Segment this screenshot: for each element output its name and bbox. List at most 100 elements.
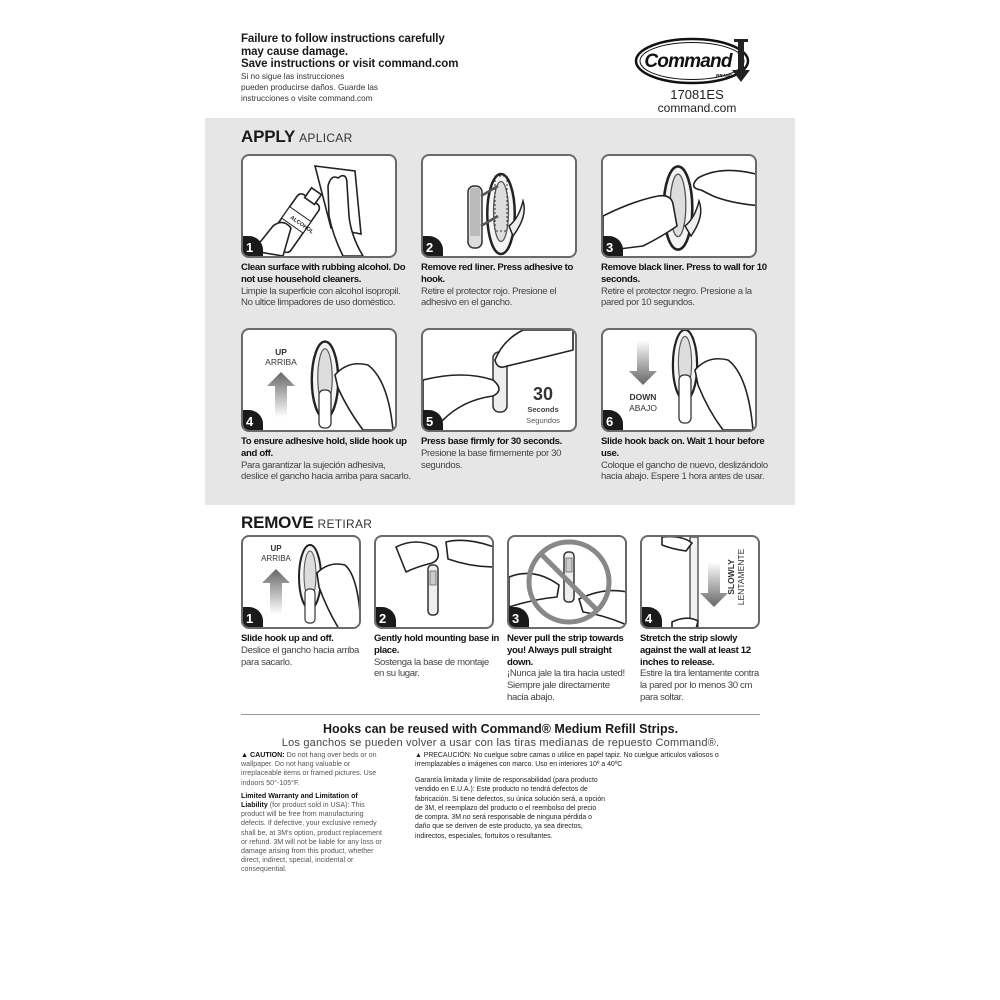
reuse-note: Hooks can be reused with Command® Medium… [322,722,679,736]
remove-illustration-art [509,539,625,626]
illustration-label: SLOWLY [726,559,736,595]
apply-step-3-caption: Remove black liner. Press to wall for 10… [601,262,771,309]
warning-line: Si no sigue las instrucciones [241,72,345,81]
warning-line: may cause damage. [241,45,348,58]
illustration-label: Segundos [526,416,560,425]
caution-label: ▲ CAUTION: [241,751,285,759]
apply-step-number-badge: 5 [423,410,443,430]
remove-step-instruction: Never pull the strip towards you! Always… [507,633,624,668]
remove-step-instruction: Slide hook up and off. [241,633,334,644]
remove-step-3-illustration: 3 [507,535,627,629]
warning-english: Failure to follow instructions carefully… [241,33,458,71]
apply-step-4-caption: To ensure adhesive hold, slide hook up a… [241,436,411,483]
remove-title: REMOVE [241,513,314,532]
apply-step-instruction-es: Presione la base firmemente por 30 segun… [421,447,562,471]
product-code: 17081ES [670,87,724,102]
apply-step-2-illustration: 2 [421,154,577,258]
apply-step-instruction-es: Coloque el gancho de nuevo, deslizándolo… [601,459,768,483]
remove-step-instruction: Gently hold mounting base in place. [374,633,500,656]
apply-title: APPLY [241,127,296,146]
illustration-label: UP [275,347,287,357]
remove-step-instruction-es: Deslice el gancho hacia arriba para saca… [241,644,360,668]
caution-text: Do not hang over beds or on wallpaper. D… [241,751,377,787]
remove-title-es: RETIRAR [317,517,373,531]
warning-line: instrucciones o visite command.com [241,94,373,103]
apply-step-instruction: Slide hook back on. Wait 1 hour before u… [601,436,765,459]
logo-wordmark: Command [644,51,732,72]
remove-illustration-art [395,539,492,616]
illustration-label: ARRIBA [261,554,291,563]
command-logo: Command BRAND [634,37,750,85]
apply-illustration-art [603,165,755,252]
apply-title-es: APLICAR [299,131,353,145]
apply-step-2-caption: Remove red liner. Press adhesive to hook… [421,262,591,309]
apply-step-instruction-es: Retire el protector rojo. Presione el ad… [421,285,557,309]
apply-step-instruction: To ensure adhesive hold, slide hook up a… [241,436,407,459]
apply-step-6-caption: Slide hook back on. Wait 1 hour before u… [601,436,771,483]
caution-english: ▲ CAUTION: Do not hang over beds or on w… [241,751,383,875]
apply-illustration-art: ALCOHOL [252,165,364,256]
warranty-text: (for product sold in USA): This product … [241,801,382,874]
apply-step-instruction-es: Limpie la superficie con alcohol isoprop… [241,285,401,309]
apply-step-instruction-es: Retire el protector negro. Presione a la… [601,285,752,309]
remove-step-instruction-es: Sostenga la base de montaje en su lugar. [374,656,489,680]
remove-step-number-badge: 3 [509,607,529,627]
warning-line: Save instructions or visit command.com [241,58,459,70]
illustration-label: UP [270,544,282,553]
apply-step-number-badge: 6 [603,410,623,430]
divider [241,714,760,715]
garantia: Garantía limitada y límite de responsabi… [415,777,605,840]
apply-step-instruction-es: Para garantizar la sujeción adhesiva, de… [241,459,411,483]
illustration-label: 30 [533,384,553,404]
logo-brand: BRAND [716,73,733,78]
apply-step-number-badge: 3 [603,236,623,256]
remove-step-2-caption: Gently hold mounting base in place.Soste… [374,633,500,680]
illustration-label: LENTAMENTE [736,548,746,605]
illustration-label: DOWN [630,392,657,402]
remove-step-2-illustration: 2 [374,535,494,629]
illustration-label: Seconds [527,405,558,414]
warranty-label: Limited Warranty and Limitation of Liabi… [241,791,358,810]
apply-step-number-badge: 4 [243,410,263,430]
apply-step-1-caption: Clean surface with rubbing alcohol. Do n… [241,262,411,309]
apply-step-number-badge: 1 [243,236,263,256]
remove-step-number-badge: 2 [376,607,396,627]
website: command.com [657,101,737,115]
warning-spanish: Si no sigue las instrucciones pueden pro… [241,71,378,104]
reuse-note-es: Los ganchos se pueden volver a usar con … [281,737,720,749]
remove-step-number-badge: 4 [642,607,662,627]
apply-step-instruction: Clean surface with rubbing alcohol. Do n… [241,262,406,285]
remove-step-instruction-es: ¡Nunca jale la tira hacia usted! Siempre… [507,668,625,703]
remove-step-instruction-es: Estire la tira lentamente contra la pare… [640,668,759,703]
apply-step-instruction: Remove black liner. Press to wall for 10… [601,262,767,285]
apply-step-instruction: Remove red liner. Press adhesive to hook… [421,262,573,285]
remove-step-4-caption: Stretch the strip slowly against the wal… [640,633,766,704]
precaucion: ▲ PRECAUCIÓN: No cuelgue sobre camas o u… [415,752,719,769]
warning-line: Failure to follow instructions carefully [241,33,445,45]
illustration-label: ABAJO [629,403,657,413]
remove-step-instruction: Stretch the strip slowly against the wal… [640,633,751,668]
remove-step-1-caption: Slide hook up and off.Deslice el gancho … [241,633,367,668]
apply-step-number-badge: 2 [423,236,443,256]
warning-line: pueden producirse daños. Guarde las [241,83,379,92]
apply-step-instruction: Press base firmly for 30 seconds. [421,436,562,447]
apply-step-5-caption: Press base firmly for 30 seconds.Presion… [421,436,591,471]
remove-step-3-caption: Never pull the strip towards you! Always… [507,633,633,704]
remove-step-number-badge: 1 [243,607,263,627]
apply-step-3-illustration: 3 [601,154,757,258]
apply-illustration-art [467,172,525,256]
illustration-label: ARRIBA [265,357,297,367]
